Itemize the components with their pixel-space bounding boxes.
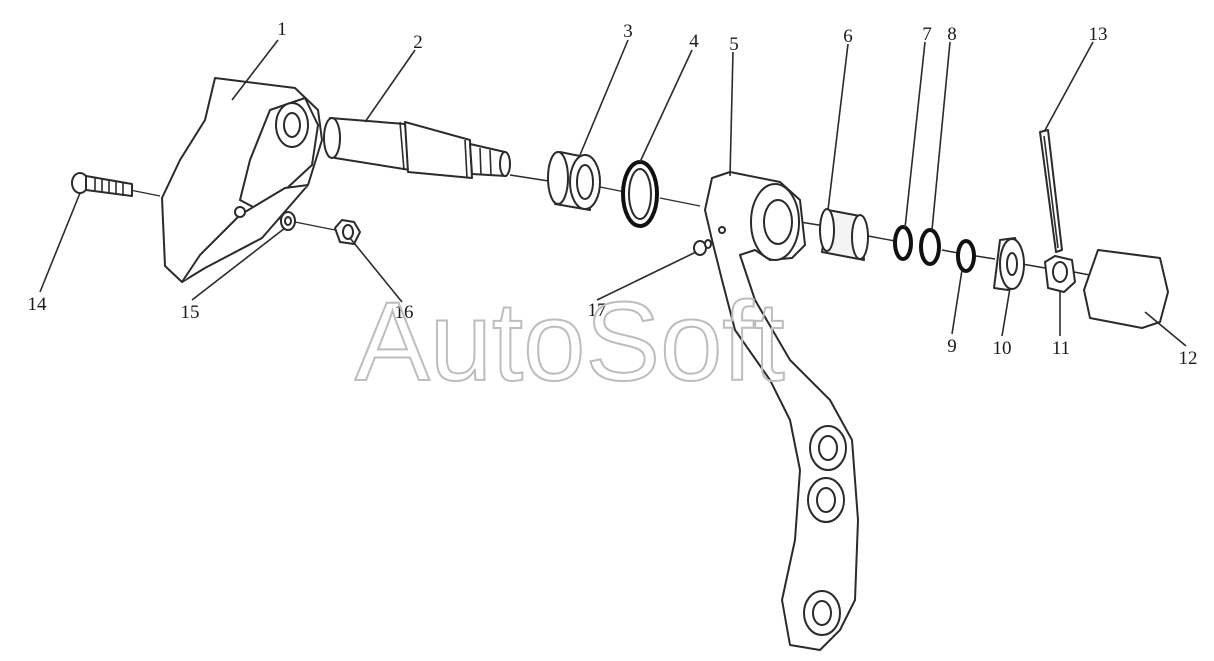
callout-11: 11	[1052, 338, 1070, 359]
part-13-cotter-pin	[1039, 129, 1063, 253]
part-6-sleeve	[819, 208, 869, 261]
part-11-castle-nut	[1044, 255, 1076, 293]
callout-6: 6	[843, 26, 853, 47]
callout-4: 4	[689, 31, 699, 52]
part-7-ring	[893, 225, 913, 261]
part-3-bushing	[547, 151, 601, 211]
callout-7: 7	[922, 24, 932, 45]
callout-3: 3	[623, 21, 633, 42]
part-10-washer	[993, 237, 1025, 291]
watermark-text: AutoSoft	[355, 279, 785, 404]
part-14-bolt	[71, 172, 133, 197]
callout-5: 5	[729, 34, 739, 55]
part-2-shaft	[323, 117, 511, 179]
callout-14: 14	[28, 294, 48, 315]
callout-17: 17	[588, 300, 607, 321]
callout-labels: 1 2 3 4 5 6 7 8 9 10 11 12 13 14 15 16 1…	[28, 19, 1198, 369]
callout-16: 16	[395, 302, 414, 323]
callout-2: 2	[413, 32, 423, 53]
callout-10: 10	[993, 338, 1012, 359]
part-15-washer	[280, 211, 296, 231]
part-9-ring	[956, 239, 976, 273]
part-8-ring	[919, 228, 941, 266]
part-1-bracket	[161, 77, 323, 283]
part-16-nut	[334, 219, 361, 245]
part-4-ring	[621, 160, 659, 228]
part-17-fitting	[693, 239, 712, 256]
part-12-cap	[1083, 249, 1169, 329]
callout-9: 9	[947, 336, 957, 357]
callout-1: 1	[277, 19, 287, 40]
callout-13: 13	[1089, 24, 1108, 45]
part-5-lever	[704, 171, 859, 651]
leader-lines	[39, 39, 1187, 347]
callout-12: 12	[1179, 348, 1198, 369]
callout-8: 8	[947, 24, 957, 45]
callout-15: 15	[181, 302, 200, 323]
